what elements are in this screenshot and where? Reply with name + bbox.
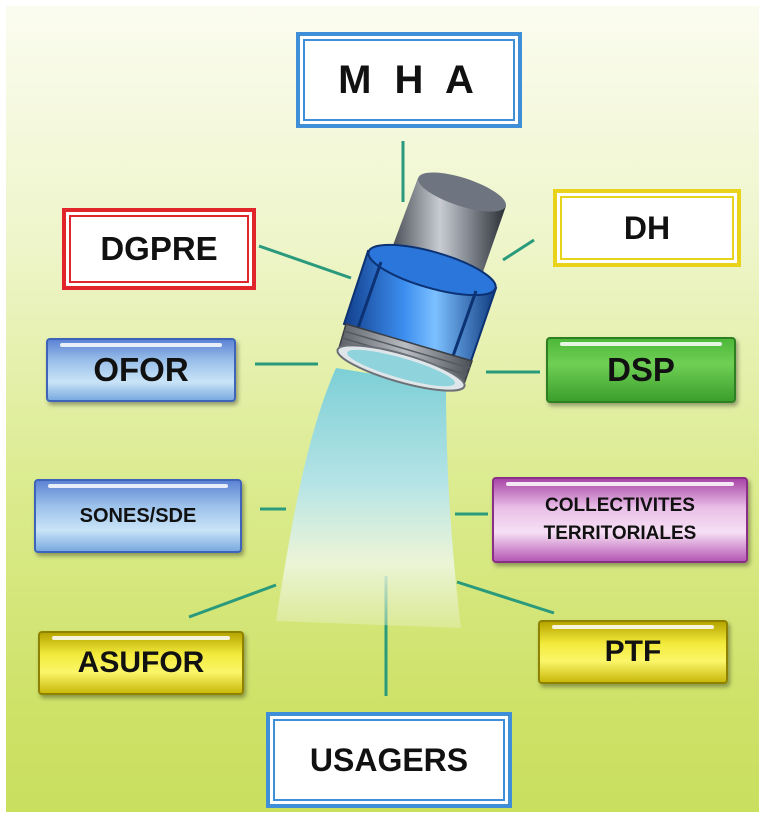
box-dsp-label: DSP [607, 351, 675, 388]
box-asufor: ASUFOR [38, 631, 244, 695]
box-dgpre: DGPRE [62, 208, 256, 290]
hose-coupling-icon [336, 243, 498, 392]
connector-ptf [456, 580, 555, 615]
box-dh-label: DH [623, 209, 671, 246]
connector-dgpre [258, 244, 352, 280]
box-dgpre-label: DGPRE [100, 230, 218, 267]
box-collectivites: COLLECTIVITES TERRITORIALES [492, 477, 748, 563]
box-ptf: PTF [538, 620, 728, 684]
box-mha-label: M H A [338, 57, 480, 102]
box-collectivites-line2: TERRITORIALES [543, 523, 697, 544]
box-sones: SONES/SDE [34, 479, 242, 553]
hose-illustration [188, 141, 555, 696]
connector-dh [502, 238, 535, 262]
connector-lines [188, 141, 555, 696]
box-mha: M H A [296, 32, 522, 128]
box-dh: DH [553, 189, 741, 267]
box-usagers: USAGERS [266, 712, 512, 808]
box-ofor-label: OFOR [93, 351, 189, 388]
water-stream-icon [276, 368, 461, 628]
box-ofor: OFOR [46, 338, 236, 402]
diagram-canvas: M H A DGPRE DH USAGERS OFOR DSP SONES/SD… [6, 6, 759, 812]
box-asufor-label: ASUFOR [77, 646, 205, 679]
box-dsp: DSP [546, 337, 736, 403]
box-collectivites-line1: COLLECTIVITES [545, 495, 695, 516]
box-ptf-label: PTF [604, 635, 662, 668]
box-usagers-label: USAGERS [309, 741, 469, 778]
connector-asufor [188, 583, 277, 619]
box-sones-label: SONES/SDE [79, 504, 197, 527]
